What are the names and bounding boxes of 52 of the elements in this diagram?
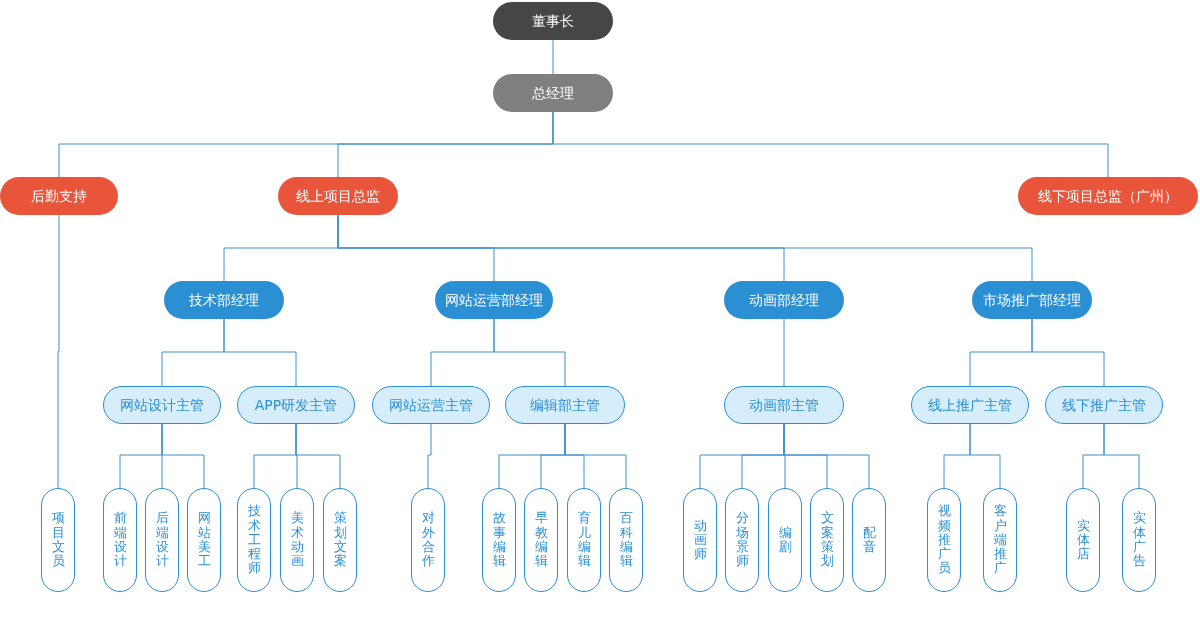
connector-line xyxy=(295,423,341,489)
connector-line xyxy=(564,423,627,489)
connector-line xyxy=(493,318,566,387)
position-pill: 文案策划 xyxy=(810,488,844,592)
position-pill: 编剧 xyxy=(768,488,802,592)
connector-line xyxy=(337,214,1033,282)
role-pill: 线上项目总监 xyxy=(278,177,398,215)
role-pill: 技术部经理 xyxy=(164,281,284,319)
connector-line xyxy=(552,39,554,75)
position-pill: 对外合作 xyxy=(411,488,445,592)
connector-line xyxy=(223,318,297,387)
position-pill: 前端设计 xyxy=(103,488,137,592)
position-pill: 视频推广员 xyxy=(927,488,961,592)
position-pill: 分场景师 xyxy=(725,488,759,592)
position-pill: 实体广告 xyxy=(1122,488,1156,592)
role-pill: 网站运营部经理 xyxy=(435,281,553,319)
position-pill: 后端设计 xyxy=(145,488,179,592)
connector-line xyxy=(552,111,1109,178)
connector-line xyxy=(427,423,432,489)
position-pill: 网站美工 xyxy=(187,488,221,592)
role-pill: 后勤支持 xyxy=(0,177,118,215)
role-pill: APP研发主管 xyxy=(237,386,355,424)
position-pill: 技术工程师 xyxy=(237,488,271,592)
role-pill: 编辑部主管 xyxy=(505,386,625,424)
role-pill: 线上推广主管 xyxy=(911,386,1029,424)
role-pill: 线下推广主管 xyxy=(1045,386,1163,424)
connector-line xyxy=(783,423,870,489)
role-pill: 网站设计主管 xyxy=(103,386,221,424)
connector-line xyxy=(161,423,205,489)
position-pill: 美术动画 xyxy=(280,488,314,592)
position-pill: 早教编辑 xyxy=(524,488,558,592)
position-pill: 策划文案 xyxy=(323,488,357,592)
position-pill: 百科编辑 xyxy=(609,488,643,592)
position-pill: 客户端推广 xyxy=(983,488,1017,592)
position-pill: 故事编辑 xyxy=(482,488,516,592)
position-pill: 育儿编辑 xyxy=(567,488,601,592)
role-pill: 总经理 xyxy=(493,74,613,112)
connector-line xyxy=(57,214,60,489)
position-pill: 配音 xyxy=(852,488,886,592)
connector-line xyxy=(1031,318,1105,387)
position-pill: 动画师 xyxy=(683,488,717,592)
role-pill: 线下项目总监（广州） xyxy=(1018,177,1198,215)
connector-line xyxy=(1103,423,1140,489)
role-pill: 董事长 xyxy=(493,2,613,40)
role-pill: 网站运营主管 xyxy=(372,386,490,424)
role-pill: 市场推广部经理 xyxy=(972,281,1092,319)
position-pill: 实体店 xyxy=(1066,488,1100,592)
connector-line xyxy=(783,318,785,387)
connector-line xyxy=(969,423,1001,489)
position-pill: 项目文员 xyxy=(41,488,75,592)
role-pill: 动画部主管 xyxy=(724,386,844,424)
role-pill: 动画部经理 xyxy=(724,281,844,319)
